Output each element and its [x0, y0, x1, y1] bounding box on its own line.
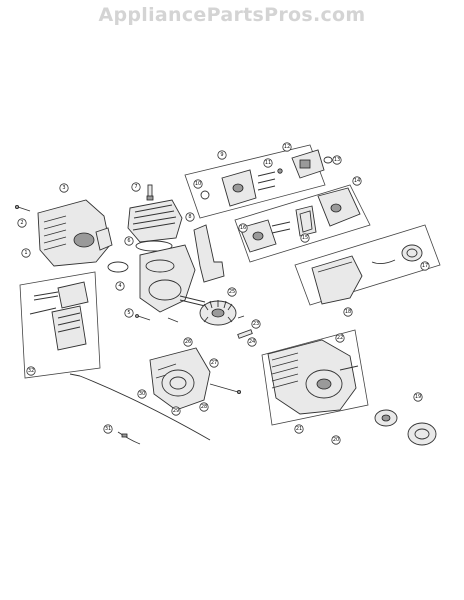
svg-text:21: 21 — [296, 426, 302, 432]
callout-24: 24 — [247, 337, 257, 347]
svg-text:16: 16 — [240, 225, 246, 231]
callout-13: 13 — [332, 155, 342, 165]
group-box-fuel-tank — [294, 224, 441, 306]
part-cylinder — [127, 199, 183, 252]
callout-8: 8 — [185, 212, 195, 222]
svg-text:19: 19 — [415, 394, 421, 400]
callout-28: 28 — [199, 402, 209, 412]
svg-text:28: 28 — [201, 404, 207, 410]
part-fuel-tank — [311, 255, 363, 305]
part-fan-housing — [267, 339, 359, 415]
callout-5: 5 — [124, 308, 134, 318]
part-fuel-cap — [371, 244, 423, 265]
svg-text:31: 31 — [105, 426, 111, 432]
part-screw-2 — [14, 204, 31, 212]
part-air-filter — [295, 205, 317, 237]
svg-text:3: 3 — [62, 185, 65, 191]
callout-1: 1 — [21, 248, 31, 258]
group-box-carburetor — [184, 144, 326, 219]
part-carburetor-body — [291, 149, 333, 179]
svg-text:6: 6 — [127, 238, 130, 244]
callout-20: 20 — [331, 435, 341, 445]
watermark: AppliancePartsPros.com — [98, 4, 366, 26]
svg-text:7: 7 — [134, 184, 137, 190]
part-spark-plug — [146, 184, 154, 201]
callout-23: 23 — [251, 319, 261, 329]
part-gasket — [107, 261, 129, 273]
svg-text:4: 4 — [118, 283, 121, 289]
part-throttle-arm — [193, 224, 225, 283]
callout-7: 7 — [131, 182, 141, 192]
svg-text:20: 20 — [333, 437, 339, 443]
callout-3: 3 — [59, 183, 69, 193]
svg-text:10: 10 — [195, 181, 201, 187]
callout-9: 9 — [217, 150, 227, 160]
callout-25: 25 — [227, 287, 237, 297]
svg-text:17: 17 — [422, 263, 428, 269]
svg-text:12: 12 — [284, 144, 290, 150]
callout-18: 18 — [343, 307, 353, 317]
svg-text:32: 32 — [28, 368, 34, 374]
svg-text:24: 24 — [249, 339, 255, 345]
callout-27: 27 — [209, 358, 219, 368]
group-box-housing — [261, 329, 369, 426]
part-clutch-pin — [237, 329, 253, 339]
callout-21: 21 — [294, 424, 304, 434]
callout-14: 14 — [352, 176, 362, 186]
svg-text:30: 30 — [139, 391, 145, 397]
svg-text:13: 13 — [334, 157, 340, 163]
part-carburetor — [200, 168, 283, 207]
part-stop-wire — [117, 431, 141, 445]
callout-29: 29 — [171, 406, 181, 416]
svg-text:29: 29 — [173, 408, 179, 414]
svg-text:2: 2 — [20, 220, 23, 226]
svg-text:23: 23 — [253, 321, 259, 327]
part-air-filter-base — [239, 219, 291, 253]
svg-text:15: 15 — [302, 235, 308, 241]
svg-text:18: 18 — [345, 309, 351, 315]
svg-text:25: 25 — [229, 289, 235, 295]
part-ignition-housing — [149, 347, 241, 411]
callout-12: 12 — [282, 142, 292, 152]
callout-17: 17 — [420, 261, 430, 271]
callout-4: 4 — [115, 281, 125, 291]
callout-15: 15 — [300, 233, 310, 243]
part-throttle-cable — [69, 373, 211, 441]
callout-2: 2 — [17, 218, 27, 228]
callout-26: 26 — [183, 337, 193, 347]
part-screw-5 — [135, 314, 179, 323]
group-box-muffler — [19, 271, 101, 379]
callout-31: 31 — [103, 424, 113, 434]
svg-text:9: 9 — [220, 152, 223, 158]
svg-text:26: 26 — [185, 339, 191, 345]
part-flywheel — [199, 300, 245, 326]
svg-text:22: 22 — [337, 335, 343, 341]
callout-32: 32 — [26, 366, 36, 376]
callout-16: 16 — [238, 223, 248, 233]
callout-6: 6 — [124, 236, 134, 246]
callout-30: 30 — [137, 389, 147, 399]
part-shroud — [37, 199, 113, 267]
callout-10: 10 — [193, 179, 203, 189]
callout-19: 19 — [413, 392, 423, 402]
part-crankcase — [139, 244, 206, 313]
part-clutch-assembly — [374, 409, 437, 446]
group-box-air-filter — [234, 184, 371, 263]
svg-text:11: 11 — [265, 160, 271, 166]
part-air-filter-housing — [317, 187, 361, 227]
svg-text:5: 5 — [127, 310, 130, 316]
part-muffler — [29, 281, 89, 351]
callout-11: 11 — [263, 158, 273, 168]
callout-22: 22 — [335, 333, 345, 343]
svg-text:1: 1 — [24, 250, 27, 256]
svg-text:27: 27 — [211, 360, 217, 366]
svg-text:14: 14 — [354, 178, 360, 184]
svg-text:8: 8 — [188, 214, 191, 220]
